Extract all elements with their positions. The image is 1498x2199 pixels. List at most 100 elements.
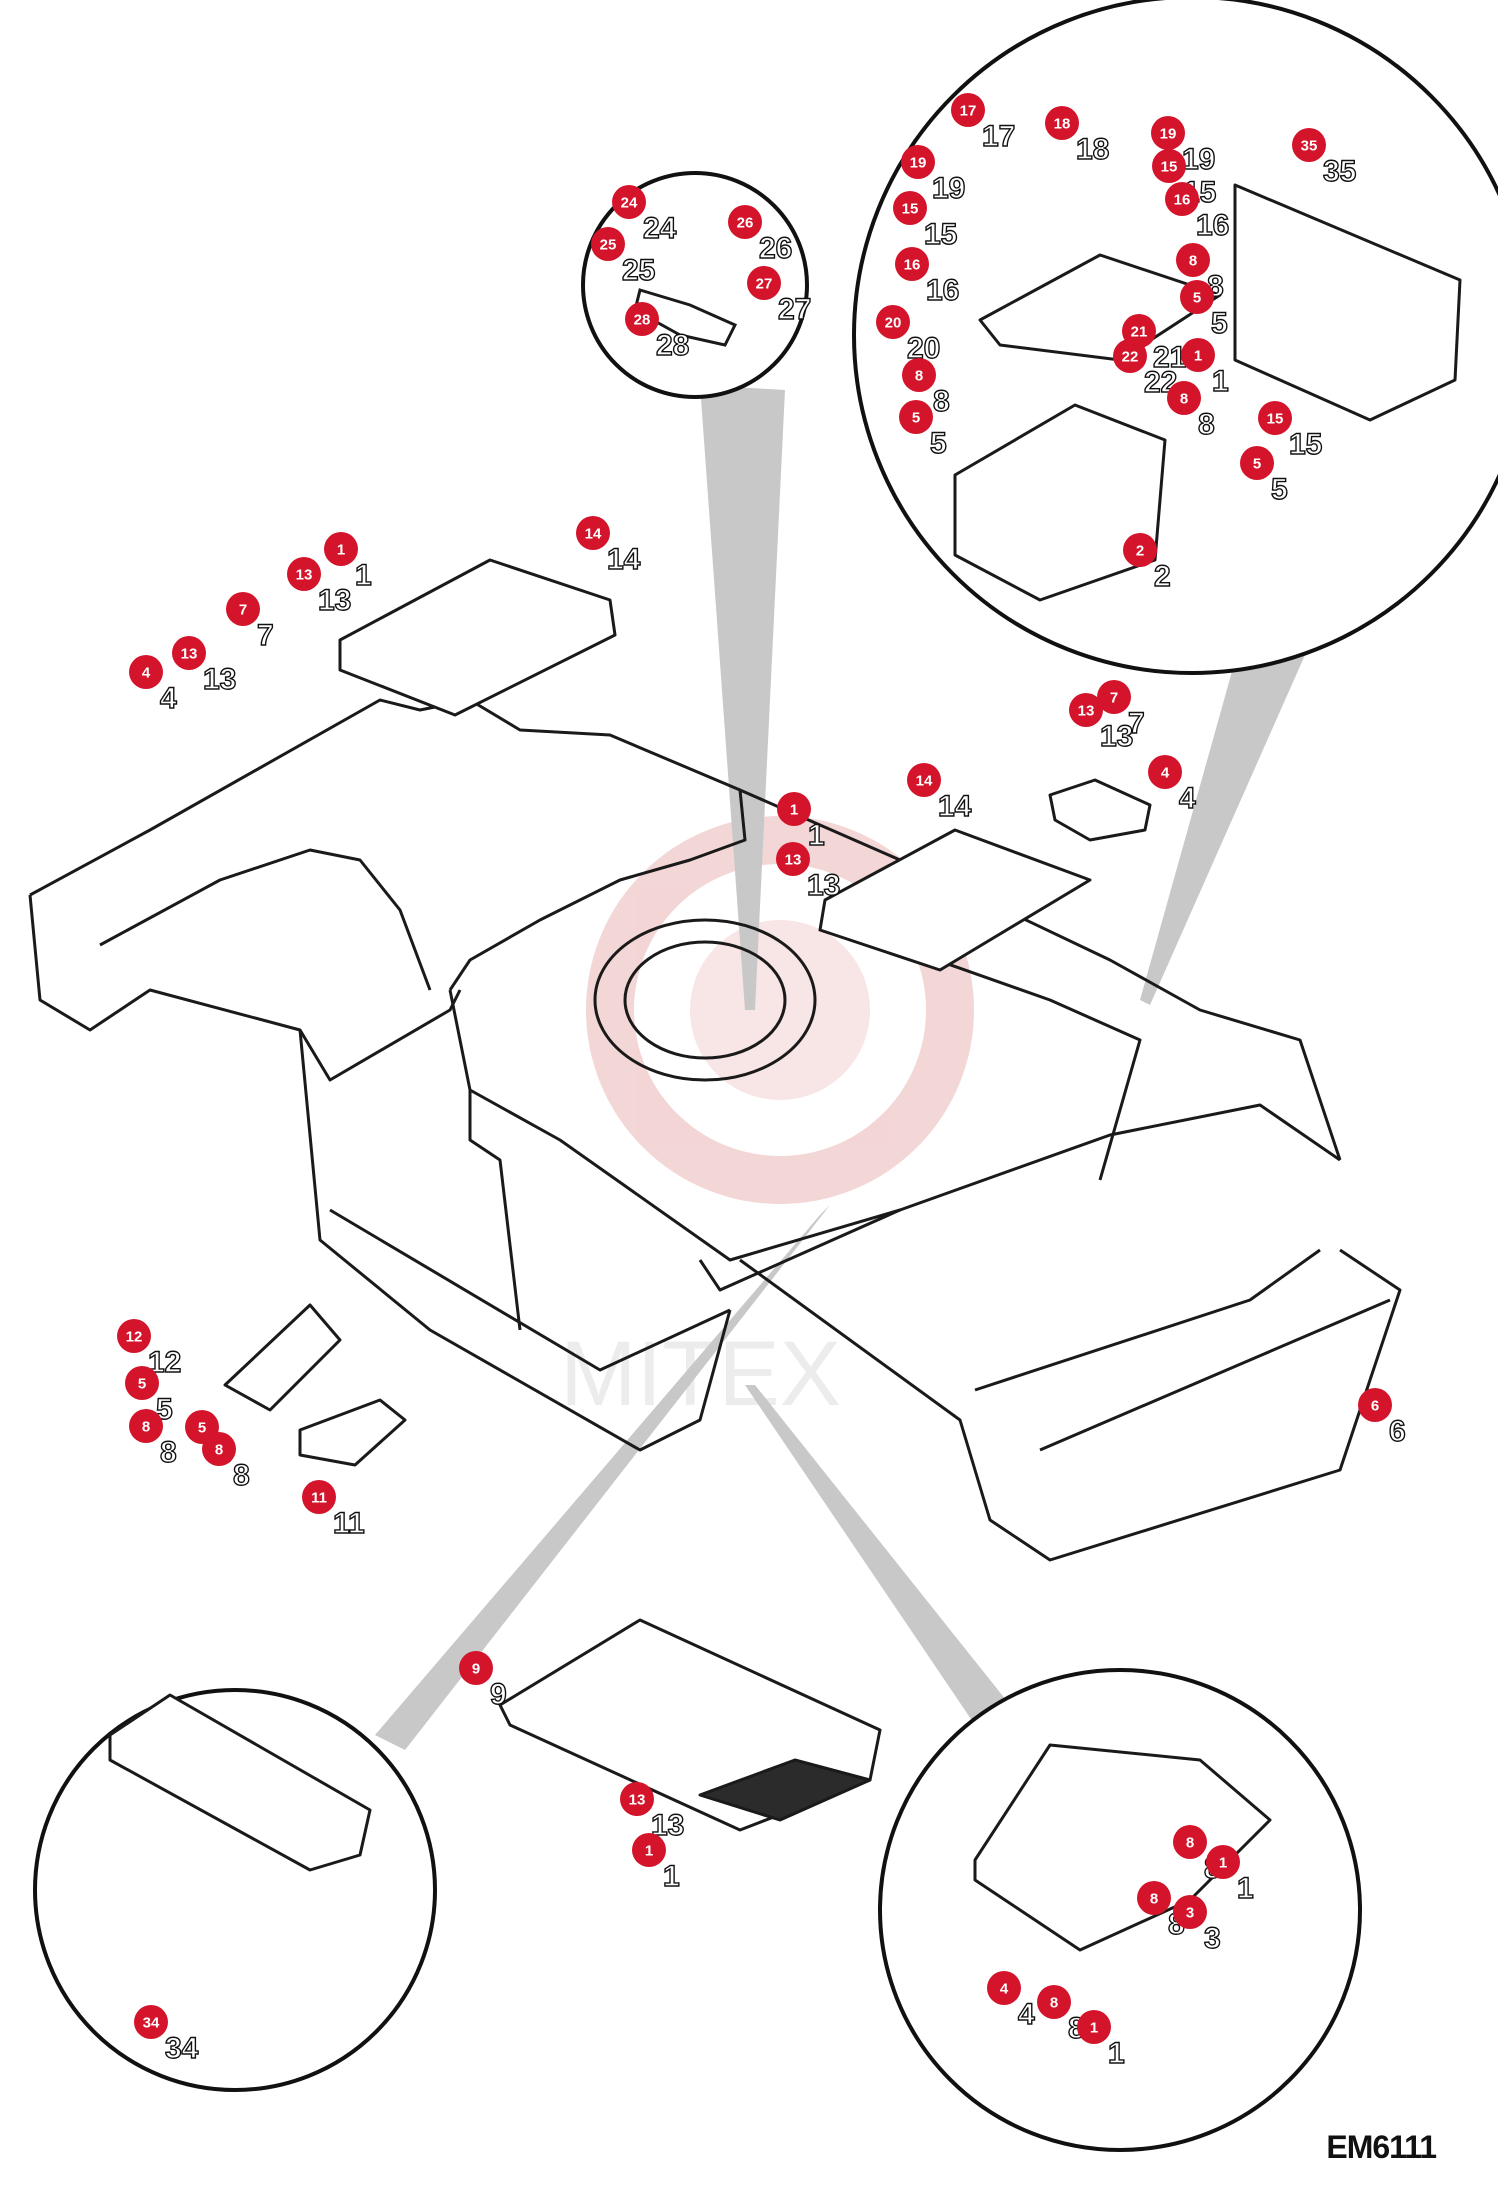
part-number-outline-label: 17: [982, 120, 1015, 153]
callout-badge-number: 13: [629, 1792, 646, 1809]
callout-badge-circle: [134, 2005, 168, 2039]
small-access-plate: [1048, 778, 1152, 842]
part-number-outline-label: 5: [1271, 473, 1288, 506]
part-number-outline-label: 13: [318, 584, 351, 617]
callout-top-right-15: 15: [893, 191, 927, 225]
callout-badge-circle: [1037, 1985, 1071, 2019]
callout-badge-number: 27: [756, 276, 773, 293]
callout-badge-circle: [1292, 128, 1326, 162]
callout-bottom-right-1: 1: [1206, 1845, 1240, 1879]
part-number-outline-label: 19: [932, 172, 965, 205]
callout-bottom-right-8: 8: [1173, 1825, 1207, 1859]
callout-main-13: 13: [172, 636, 206, 670]
callout-badge-circle: [1258, 401, 1292, 435]
callout-badge-number: 22: [1122, 349, 1139, 366]
main-frame: [28, 698, 1402, 1562]
callout-badge-number: 11: [311, 1490, 327, 1507]
callout-badge-circle: [129, 655, 163, 689]
callout-badge-circle: [907, 763, 941, 797]
callout-badge-circle: [901, 145, 935, 179]
callout-badge-circle: [1173, 1825, 1207, 1859]
callout-badge-number: 6: [1371, 1398, 1379, 1415]
callout-badge-number: 8: [1186, 1835, 1194, 1852]
callout-badge-number: 4: [1000, 1981, 1009, 1998]
callout-badge-circle: [576, 516, 610, 550]
callout-main-7: 7: [1097, 680, 1131, 714]
part-number-outline-label: 1: [1108, 2037, 1125, 2070]
callout-badge-circle: [125, 1366, 159, 1400]
callout-badge-number: 13: [181, 646, 198, 663]
callout-badge-number: 17: [960, 103, 977, 120]
part-number-outline-label: 13: [203, 663, 236, 696]
callout-top-right-16: 16: [1165, 182, 1199, 216]
callout-badge-number: 8: [1189, 253, 1197, 270]
callout-badge-circle: [1173, 1895, 1207, 1929]
callout-badge-number: 7: [239, 602, 247, 619]
callout-bottom-center-13: 13: [620, 1782, 654, 1816]
callout-main-6: 6: [1358, 1388, 1392, 1422]
callout-badge-number: 25: [600, 237, 617, 254]
callout-bottom-right-3: 3: [1173, 1895, 1207, 1929]
callout-badge-number: 1: [1194, 348, 1202, 365]
floor-plate-grille: [698, 1758, 872, 1822]
callout-badge-circle: [1181, 338, 1215, 372]
detail-bottom-left-parts: [108, 1693, 372, 1872]
callout-top-right-17: 17: [951, 93, 985, 127]
part-number-outline-label: 15: [924, 218, 957, 251]
callout-badge-number: 5: [138, 1376, 146, 1393]
callout-badge-circle: [1176, 243, 1210, 277]
part-number-outline-label: 16: [926, 274, 959, 307]
callout-badge-number: 20: [885, 315, 902, 332]
callout-top-right-15: 15: [1258, 401, 1292, 435]
callout-badge-circle: [987, 1971, 1021, 2005]
callout-bottom-right-4: 4: [987, 1971, 1021, 2005]
part-number-outline-label: 26: [759, 232, 792, 265]
side-panel: [1233, 183, 1462, 422]
callout-badge-number: 7: [1110, 690, 1118, 707]
part-number-outline-label: 25: [622, 254, 655, 287]
callout-badge-circle: [1167, 381, 1201, 415]
callout-badge-circle: [951, 93, 985, 127]
callout-top-right-15: 15: [1152, 149, 1186, 183]
callout-top-right-19: 19: [901, 145, 935, 179]
callout-badge-number: 5: [1253, 456, 1261, 473]
part-number-outline-label: 18: [1076, 133, 1109, 166]
callout-badge-number: 21: [1131, 324, 1148, 341]
callout-badge-number: 12: [126, 1329, 143, 1346]
callout-badge-number: 28: [634, 312, 651, 329]
callout-top-right-5: 5: [899, 400, 933, 434]
callout-badge-circle: [1137, 1881, 1171, 1915]
callout-badge-circle: [117, 1319, 151, 1353]
callout-badge-circle: [777, 792, 811, 826]
part-number-outline-label: 13: [807, 869, 840, 902]
callout-badge-number: 16: [904, 257, 921, 274]
callout-badge-circle: [1077, 2010, 1111, 2044]
callout-badge-number: 4: [142, 665, 151, 682]
callout-badge-number: 2: [1136, 543, 1144, 560]
callout-main-14: 14: [576, 516, 610, 550]
callout-main-8: 8: [129, 1409, 163, 1443]
callout-top-right-35: 35: [1292, 128, 1326, 162]
callout-top-center-27: 27: [747, 266, 781, 300]
part-number-outline-label: 14: [607, 543, 641, 576]
callout-top-right-1: 1: [1181, 338, 1215, 372]
part-number-outline-label: 16: [1196, 209, 1229, 242]
callout-badge-number: 1: [645, 1843, 653, 1860]
callout-badge-circle: [728, 205, 762, 239]
callout-badge-circle: [1148, 755, 1182, 789]
callout-badge-circle: [1152, 149, 1186, 183]
part-number-outline-label: 5: [930, 427, 947, 460]
callout-top-right-19: 19: [1151, 116, 1185, 150]
callout-badge-circle: [1123, 533, 1157, 567]
callout-badge-number: 5: [198, 1420, 206, 1437]
callout-top-right-18: 18: [1045, 106, 1079, 140]
callout-bottom-left-34: 34: [134, 2005, 168, 2039]
callout-badge-number: 5: [1193, 290, 1201, 307]
part-number-outline-label: 3: [1204, 1922, 1221, 1955]
callout-badge-number: 8: [1150, 1891, 1158, 1908]
callout-badge-circle: [1097, 680, 1131, 714]
callout-badge-circle: [459, 1651, 493, 1685]
callout-main-14: 14: [907, 763, 941, 797]
callout-badge-number: 1: [1090, 2020, 1098, 2037]
center-cover-plate: [818, 828, 1092, 972]
